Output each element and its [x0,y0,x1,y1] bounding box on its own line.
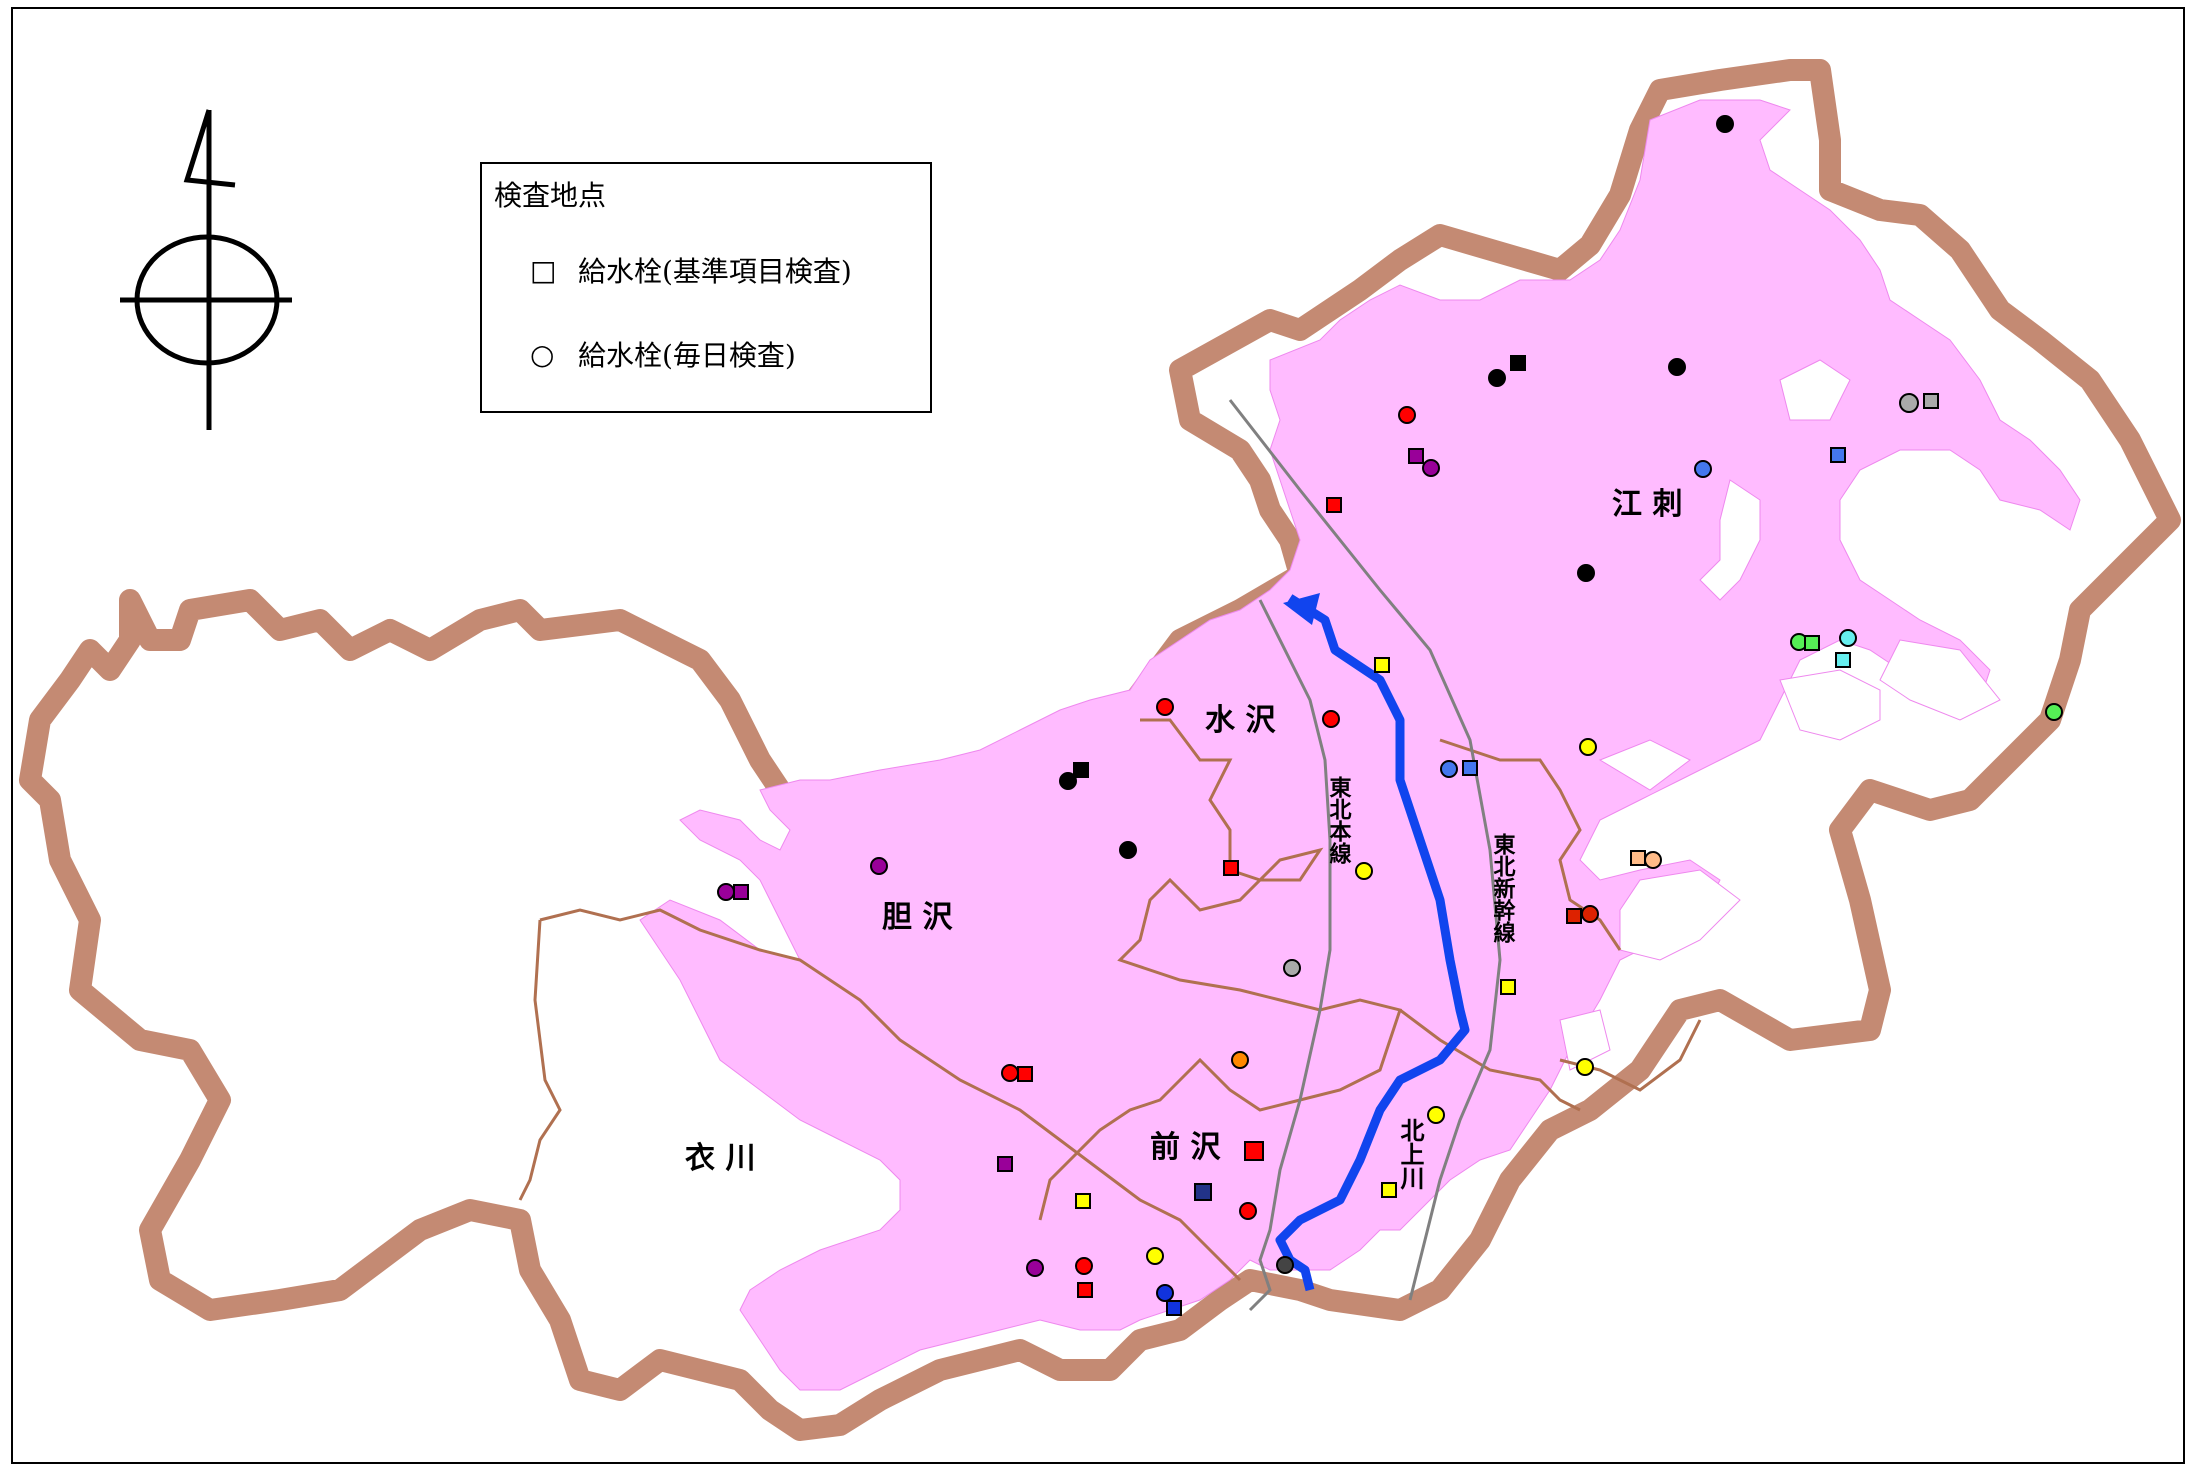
non-service-area [1699,479,1761,601]
tohoku-shinkansen-label: 東北新幹線 [1490,833,1516,943]
standard-check-point [733,884,749,900]
legend-item-daily: ○ 給水栓(毎日検査) [530,334,796,374]
non-service-area [1879,639,2001,721]
daily-check-point [1026,1259,1044,1277]
standard-check-point [1374,657,1390,673]
tohoku-shinkansen-line [1228,399,1502,1301]
daily-check-point [1839,629,1857,647]
standard-check-point [1630,850,1646,866]
daily-check-point [1075,1257,1093,1275]
district-label-esashi: 江 刺 [1612,487,1682,522]
legend-item-label: 給水栓(基準項目検査) [578,255,852,288]
circle-icon: ○ [530,337,555,371]
daily-check-point [1119,841,1137,859]
daily-check-point [717,883,735,901]
line-labels: 東北本線 東北新幹線 北上川 [1326,776,1516,1190]
standard-check-point [1194,1183,1212,1201]
tohoku-main-line [1248,599,1332,1312]
legend-item-standard: □ 給水栓(基準項目検査) [530,250,852,290]
daily-check-point [1668,358,1686,376]
standard-check-point [1075,1193,1091,1209]
river-arrow-icon [1283,593,1320,625]
district-labels: 江 刺 水 沢 胆 沢 衣 川 前 沢 [685,487,1682,1176]
daily-check-point [1322,710,1340,728]
daily-check-point [1422,459,1440,477]
daily-check-point [1716,115,1734,133]
daily-check-point [1440,760,1458,778]
standard-check-point [1566,908,1582,924]
standard-check-point [1462,760,1478,776]
daily-check-point [1398,406,1416,424]
district-label-mizusawa: 水 沢 [1205,703,1276,738]
daily-check-point [1581,905,1599,923]
district-label-maesawa: 前 沢 [1150,1130,1221,1165]
legend-title: 検査地点 [494,179,607,212]
standard-check-point [1326,497,1342,513]
kitakami-river [1275,594,1470,1292]
daily-check-point [1355,862,1373,880]
daily-check-point [1276,1256,1294,1274]
railway-lines [1228,399,1502,1312]
non-service-area [1619,869,1741,961]
daily-check-point [1156,1284,1174,1302]
tohoku-main-line-label: 東北本線 [1326,776,1352,864]
standard-check-point [1408,448,1424,464]
daily-check-point [1156,698,1174,716]
standard-check-point [1830,447,1846,463]
standard-check-point [1804,635,1820,651]
daily-check-point [1576,1058,1594,1076]
standard-check-point [1381,1182,1397,1198]
daily-check-point [1001,1064,1019,1082]
square-icon: □ [530,253,557,287]
daily-check-point [1146,1247,1164,1265]
daily-check-point [1427,1106,1445,1124]
legend-item-label: 給水栓(毎日検査) [578,339,796,372]
inspection-points [717,115,2063,1316]
district-label-koromogawa: 衣 川 [685,1141,755,1176]
daily-check-point [1283,959,1301,977]
daily-check-point [1488,369,1506,387]
daily-check-point [1579,738,1597,756]
standard-check-point [1923,393,1939,409]
standard-check-point [1244,1141,1264,1161]
non-service-area [1779,359,1851,421]
daily-check-point [1059,772,1077,790]
water-service-area [639,99,2081,1391]
standard-check-point [1017,1066,1033,1082]
daily-check-point [870,857,888,875]
non-service-area [1559,1009,1611,1071]
legend-box: 検査地点 □ 給水栓(基準項目検査) ○ 給水栓(毎日検査) [480,162,932,413]
standard-check-point [1835,652,1851,668]
standard-check-point [1073,762,1089,778]
daily-check-point [1694,460,1712,478]
kitakami-river-label: 北上川 [1396,1118,1424,1190]
daily-check-point [1899,393,1919,413]
standard-check-point [997,1156,1013,1172]
standard-check-point [1500,979,1516,995]
daily-check-point [1644,851,1662,869]
daily-check-point [1239,1202,1257,1220]
district-label-isawa: 胆 沢 [882,900,953,935]
daily-check-point [2045,703,2063,721]
standard-check-point [1223,860,1239,876]
standard-check-point [1166,1300,1182,1316]
standard-check-point [1510,355,1526,371]
non-service-area [1779,669,1881,741]
daily-check-point [1231,1051,1249,1069]
north-arrow-icon [120,109,292,430]
non-service-area [1598,739,1691,791]
daily-check-point [1577,564,1595,582]
standard-check-point [1077,1282,1093,1298]
